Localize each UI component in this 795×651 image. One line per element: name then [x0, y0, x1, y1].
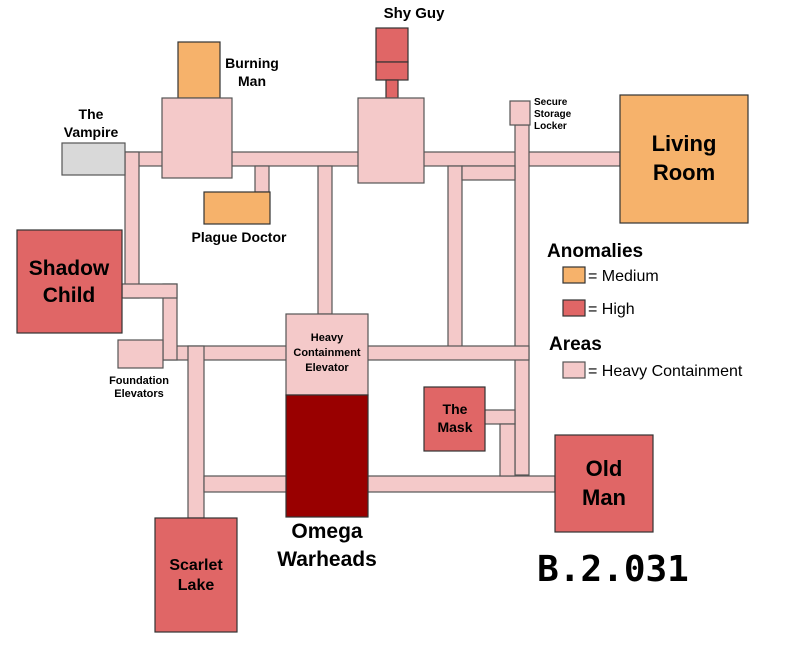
corridor: [124, 151, 140, 299]
the-vampire-label-line-1: The: [79, 106, 104, 122]
legend-anomalies-title: Anomalies: [547, 241, 643, 262]
legend-areas-title: Areas: [549, 334, 602, 355]
the-vampire-room: [61, 142, 126, 176]
secure-storage-locker-label-line-1: Secure: [534, 97, 568, 108]
corridor: [499, 423, 516, 477]
legend-medium-label: = Medium: [588, 268, 659, 285]
the-mask-label-line-2: Mask: [437, 419, 472, 435]
shadow-child-room: [16, 229, 123, 334]
burning-man-room: [177, 41, 221, 99]
legend-medium-swatch: [562, 266, 586, 284]
plague-doctor-label: Plague Doctor: [192, 229, 287, 245]
omega-warheads-label-line-1: Omega: [291, 520, 363, 543]
legend: Anomalies = Medium = High Areas = Heavy …: [547, 241, 743, 380]
heavy-containment-elevator-room: [285, 313, 369, 396]
corridor: [317, 165, 333, 315]
old-man-room: [554, 434, 654, 533]
burning-man-label-line-2: Man: [238, 73, 266, 89]
scarlet-lake-room: [154, 517, 238, 633]
living-room-label-line-1: Living: [652, 131, 717, 156]
corridor-network: [121, 124, 621, 519]
legend-high-swatch: [562, 299, 586, 317]
heavy-containment-elevator-label-line-2: Containment: [293, 347, 361, 359]
corridor: [483, 409, 516, 425]
heavy-containment-elevator-label-line-3: Elevator: [305, 362, 349, 374]
living-room-room: [619, 94, 749, 224]
the-vampire-label-line-2: Vampire: [64, 124, 119, 140]
shy-guy-chamber: [357, 97, 425, 184]
secure-storage-locker-room: [509, 100, 531, 126]
scarlet-lake-label-line-1: Scarlet: [169, 557, 223, 574]
legend-heavy-containment-label: = Heavy Containment: [588, 363, 743, 380]
living-room-label-line-2: Room: [653, 160, 715, 185]
burning-man-label-line-1: Burning: [225, 55, 279, 71]
old-man-label-line-2: Man: [582, 485, 626, 510]
the-mask-label-line-1: The: [443, 401, 468, 417]
secure-storage-locker-label-line-2: Storage: [534, 109, 572, 120]
shadow-child-label-line-2: Child: [43, 284, 96, 307]
the-mask-room: [423, 386, 486, 452]
shy-guy-room: [375, 27, 409, 99]
corridor: [447, 165, 463, 349]
foundation-elevators-label-line-1: Foundation: [109, 375, 169, 387]
foundation-elevators-label-line-2: Elevators: [114, 388, 164, 400]
corridor: [203, 475, 556, 493]
heavy-containment-elevator-label-line-1: Heavy: [311, 332, 344, 344]
burning-man-chamber: [161, 97, 233, 179]
shy-guy-label: Shy Guy: [384, 5, 446, 22]
omega-warheads-label-line-2: Warheads: [277, 548, 377, 571]
map-code: B.2.031: [537, 549, 689, 590]
omega-warheads-room: [285, 394, 369, 518]
corridor: [461, 165, 516, 181]
foundation-elevators-room: [117, 339, 164, 369]
old-man-label-line-1: Old: [586, 456, 623, 481]
secure-storage-locker-label-line-3: Locker: [534, 121, 567, 132]
shadow-child-label-line-1: Shadow: [29, 257, 110, 280]
corridor: [187, 345, 205, 519]
corridor: [121, 283, 178, 299]
legend-high-label: = High: [588, 301, 635, 318]
plague-doctor-room: [203, 191, 271, 225]
corridor: [254, 165, 270, 193]
scarlet-lake-label-line-2: Lake: [178, 577, 215, 594]
legend-heavy-containment-swatch: [562, 361, 586, 379]
corridor: [514, 124, 530, 476]
